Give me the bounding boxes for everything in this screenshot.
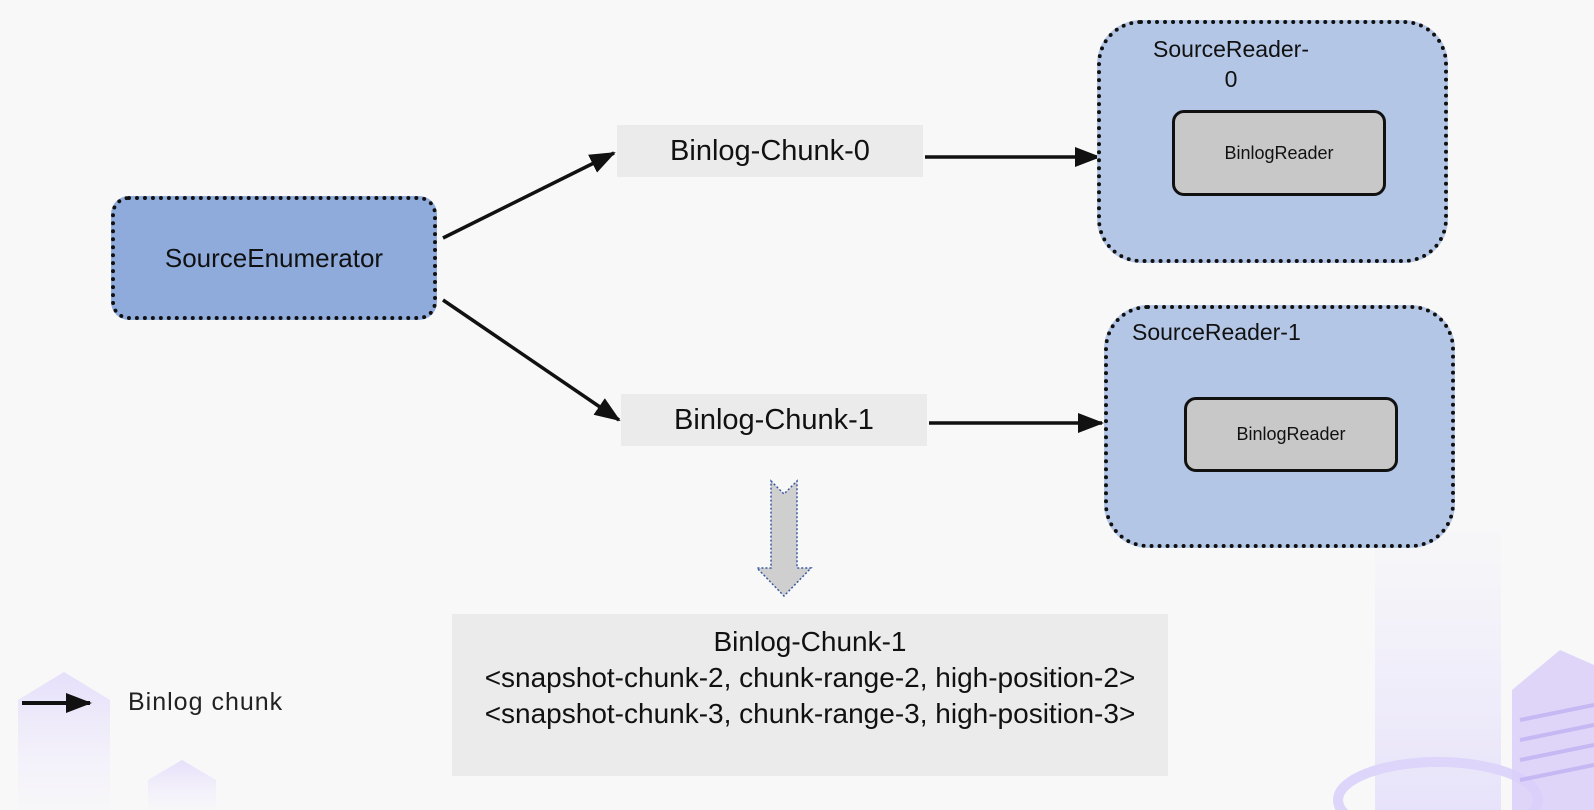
binlog-chunk-1-node: Binlog-Chunk-1 xyxy=(621,394,927,446)
binlog-chunk-0-node: Binlog-Chunk-0 xyxy=(617,125,923,177)
binlog-chunk-0-label: Binlog-Chunk-0 xyxy=(670,134,870,167)
source-reader-1-title: SourceReader-1 xyxy=(1132,319,1301,345)
binlog-reader-0-node: BinlogReader xyxy=(1172,110,1386,196)
source-enumerator-label: SourceEnumerator xyxy=(164,242,384,273)
legend: Binlog chunk xyxy=(22,688,283,717)
binlog-reader-1-label: BinlogReader xyxy=(1236,424,1346,444)
detail-line-1: <snapshot-chunk-2, chunk-range-2, high-p… xyxy=(484,662,1136,693)
legend-label: Binlog chunk xyxy=(128,688,284,716)
binlog-reader-0-label: BinlogReader xyxy=(1224,142,1334,163)
binlog-chunk-1-detail-box: Binlog-Chunk-1 <snapshot-chunk-2, chunk-… xyxy=(452,614,1168,776)
arrow-enumerator-to-chunk-1 xyxy=(442,298,621,422)
detail-line-2: <snapshot-chunk-3, chunk-range-3, high-p… xyxy=(484,698,1136,729)
down-arrow-icon xyxy=(755,479,813,598)
detail-title: Binlog-Chunk-1 xyxy=(713,626,907,657)
source-reader-0-node: SourceReader- 0 BinlogReader xyxy=(1097,20,1448,263)
source-reader-1-node: SourceReader-1 BinlogReader xyxy=(1104,305,1455,548)
binlog-reader-1-node: BinlogReader xyxy=(1184,397,1398,472)
source-reader-0-title: SourceReader- 0 xyxy=(1131,34,1331,94)
source-reader-0-title-line2: 0 xyxy=(1224,66,1238,92)
binlog-chunk-1-label: Binlog-Chunk-1 xyxy=(674,403,874,436)
source-enumerator-node: SourceEnumerator xyxy=(111,196,437,320)
arrow-enumerator-to-chunk-0 xyxy=(442,151,616,240)
source-reader-0-title-line1: SourceReader- xyxy=(1153,36,1309,62)
